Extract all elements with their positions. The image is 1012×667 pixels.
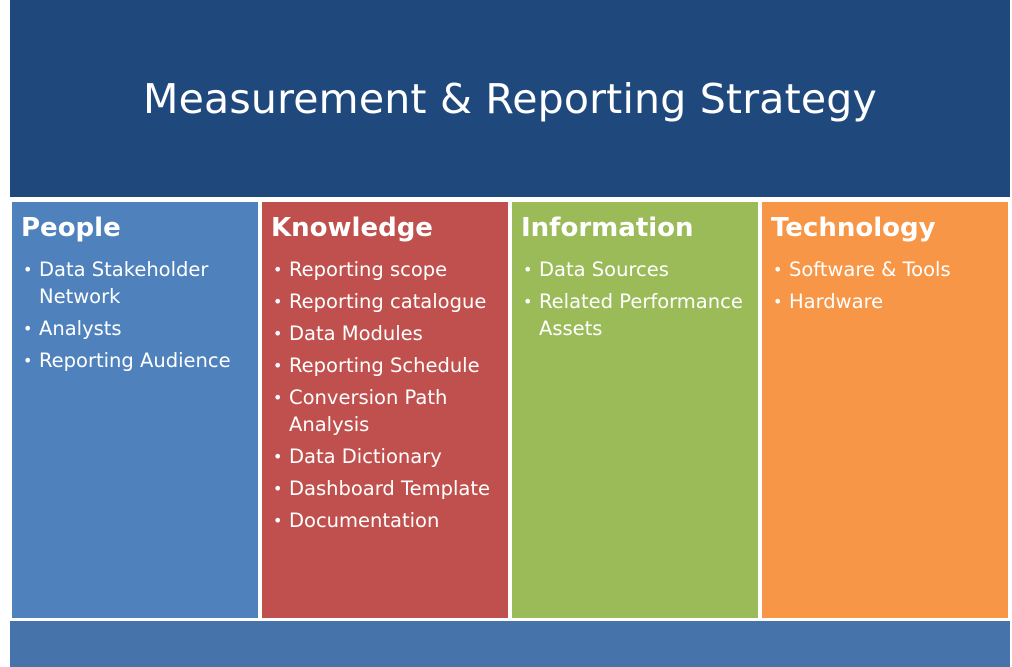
bullet-icon: • [273, 324, 283, 343]
column-technology: Technology •Software & Tools •Hardware [762, 202, 1008, 618]
list-item: •Data Modules [273, 322, 423, 345]
column-heading: Technology [771, 213, 936, 243]
list-item: •Data Sources [523, 258, 669, 281]
list-item: •Data Dictionary [273, 445, 442, 468]
bullet-icon: • [273, 388, 283, 407]
column-people: People •Data Stakeholder Network •Analys… [12, 202, 258, 618]
bullet-icon: • [273, 447, 283, 466]
bullet-icon: • [273, 479, 283, 498]
bullet-icon: • [523, 260, 533, 279]
title-banner: Measurement & Reporting Strategy [10, 0, 1010, 197]
list-item: •Documentation [273, 509, 440, 532]
item-list: •Reporting scope •Reporting catalogue •D… [271, 256, 500, 534]
bullet-icon: • [23, 319, 33, 338]
list-item: •Conversion Path Analysis [273, 386, 448, 436]
list-item: •Analysts [23, 317, 122, 340]
footer-bar [10, 621, 1010, 667]
bullet-icon: • [23, 260, 33, 279]
bullet-icon: • [773, 292, 783, 311]
list-item: •Reporting Audience [23, 349, 231, 372]
item-list: •Data Stakeholder Network •Analysts •Rep… [21, 256, 250, 374]
list-item: •Related Performance Assets [523, 290, 743, 340]
column-information: Information •Data Sources •Related Perfo… [512, 202, 758, 618]
bullet-icon: • [273, 356, 283, 375]
list-item: •Dashboard Template [273, 477, 490, 500]
list-item: •Reporting catalogue [273, 290, 487, 313]
list-item: •Hardware [773, 290, 884, 313]
column-heading: Knowledge [271, 213, 433, 243]
list-item: •Data Stakeholder Network [23, 258, 209, 308]
column-heading: Information [521, 213, 694, 243]
list-item: •Reporting scope [273, 258, 448, 281]
bullet-icon: • [273, 511, 283, 530]
list-item: •Reporting Schedule [273, 354, 480, 377]
column-knowledge: Knowledge •Reporting scope •Reporting ca… [262, 202, 508, 618]
bullet-icon: • [273, 292, 283, 311]
bullet-icon: • [23, 351, 33, 370]
bullet-icon: • [523, 292, 533, 311]
bullet-icon: • [273, 260, 283, 279]
diagram-title: Measurement & Reporting Strategy [143, 74, 877, 123]
bullet-icon: • [773, 260, 783, 279]
list-item: •Software & Tools [773, 258, 951, 281]
column-heading: People [21, 213, 121, 243]
item-list: •Data Sources •Related Performance Asset… [521, 256, 750, 342]
item-list: •Software & Tools •Hardware [771, 256, 1000, 315]
